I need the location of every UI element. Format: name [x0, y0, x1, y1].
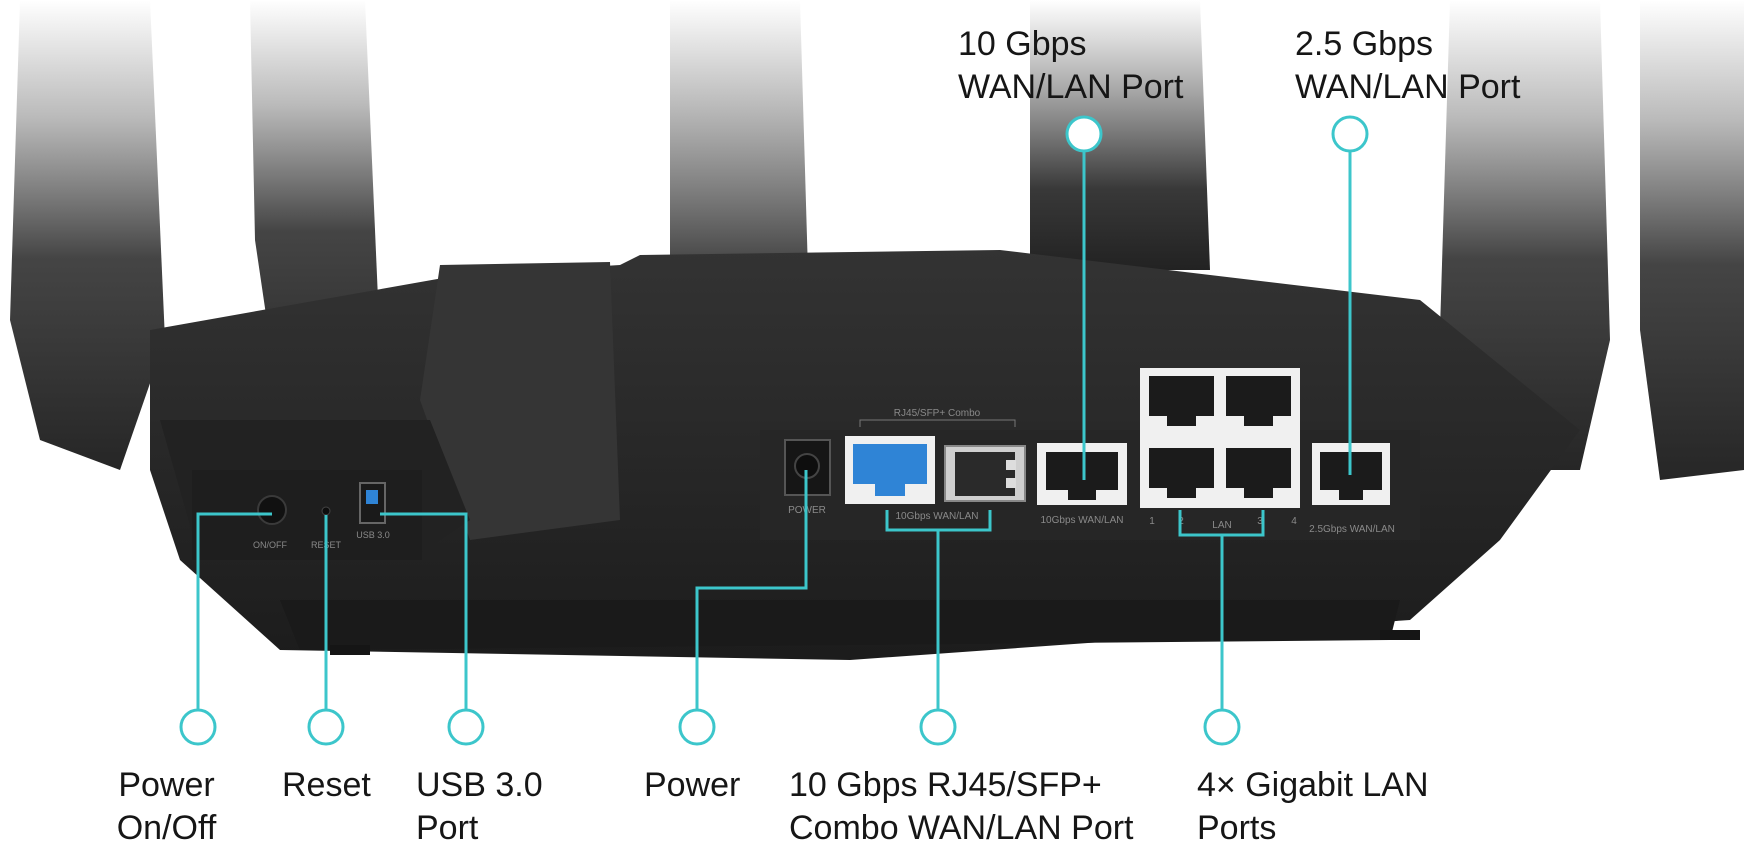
label-power: Power — [644, 764, 740, 807]
callout-dot-reset — [307, 708, 345, 746]
label-reset-line1: Reset — [282, 766, 371, 804]
callout-line-usb — [380, 512, 468, 710]
label-power-line1: Power — [644, 766, 741, 804]
label-lan-line2: Ports — [1197, 809, 1277, 847]
panel-print-combo-footer: 10Gbps WAN/LAN — [896, 511, 979, 522]
label-combo-line2: Combo WAN/LAN Port — [789, 809, 1134, 847]
label-combo-port: 10 Gbps RJ45/SFP+ Combo WAN/LAN Port — [789, 764, 1134, 850]
label-power-onoff: Power On/Off — [108, 764, 225, 850]
callout-dot-power-onoff — [179, 708, 217, 746]
panel-print-lan-1: 1 — [1149, 516, 1155, 527]
panel-print-wan25: 2.5Gbps WAN/LAN — [1309, 524, 1395, 535]
callout-line-power-onoff — [196, 512, 272, 710]
label-2-5g-line1: 2.5 Gbps — [1295, 25, 1433, 63]
label-lan-line1: 4× Gigabit LAN — [1197, 766, 1429, 804]
panel-print-wan10: 10Gbps WAN/LAN — [1041, 515, 1124, 526]
callout-dot-combo — [919, 708, 957, 746]
label-lan-ports: 4× Gigabit LAN Ports — [1197, 764, 1429, 850]
panel-print-lan-4: 4 — [1291, 516, 1297, 527]
callout-line-power — [695, 470, 808, 710]
label-power-onoff-line1: Power — [118, 766, 215, 804]
panel-print-combo-header: RJ45/SFP+ Combo — [894, 408, 981, 419]
label-2-5g-wan-lan: 2.5 Gbps WAN/LAN Port — [1295, 23, 1520, 109]
reset-hole-icon[interactable] — [321, 506, 331, 516]
power-switch-icon[interactable] — [257, 495, 287, 525]
label-power-onoff-line2: On/Off — [116, 809, 217, 847]
panel-print-usb: USB 3.0 — [356, 530, 390, 540]
callout-dot-usb — [447, 708, 485, 746]
panel-print-onoff: ON/OFF — [253, 540, 287, 550]
panel-print-lan: LAN — [1212, 520, 1231, 531]
label-10g-line1: 10 Gbps — [958, 25, 1087, 63]
label-2-5g-line2: WAN/LAN Port — [1295, 68, 1521, 106]
label-usb: USB 3.0 Port — [416, 764, 543, 850]
callout-dot-10g — [1065, 115, 1103, 153]
callout-dot-2-5g — [1331, 115, 1369, 153]
callout-dot-lan — [1203, 708, 1241, 746]
panel-print-lan-3: 3 — [1257, 516, 1263, 527]
label-usb-line1: USB 3.0 — [416, 766, 543, 804]
callout-lines — [179, 115, 1369, 746]
label-10g-line2: WAN/LAN Port — [958, 68, 1184, 106]
label-usb-line2: Port — [416, 809, 479, 847]
callout-dot-power — [678, 708, 716, 746]
label-combo-line1: 10 Gbps RJ45/SFP+ — [789, 766, 1102, 804]
label-10g-wan-lan: 10 Gbps WAN/LAN Port — [958, 23, 1183, 109]
label-reset: Reset — [282, 764, 371, 807]
